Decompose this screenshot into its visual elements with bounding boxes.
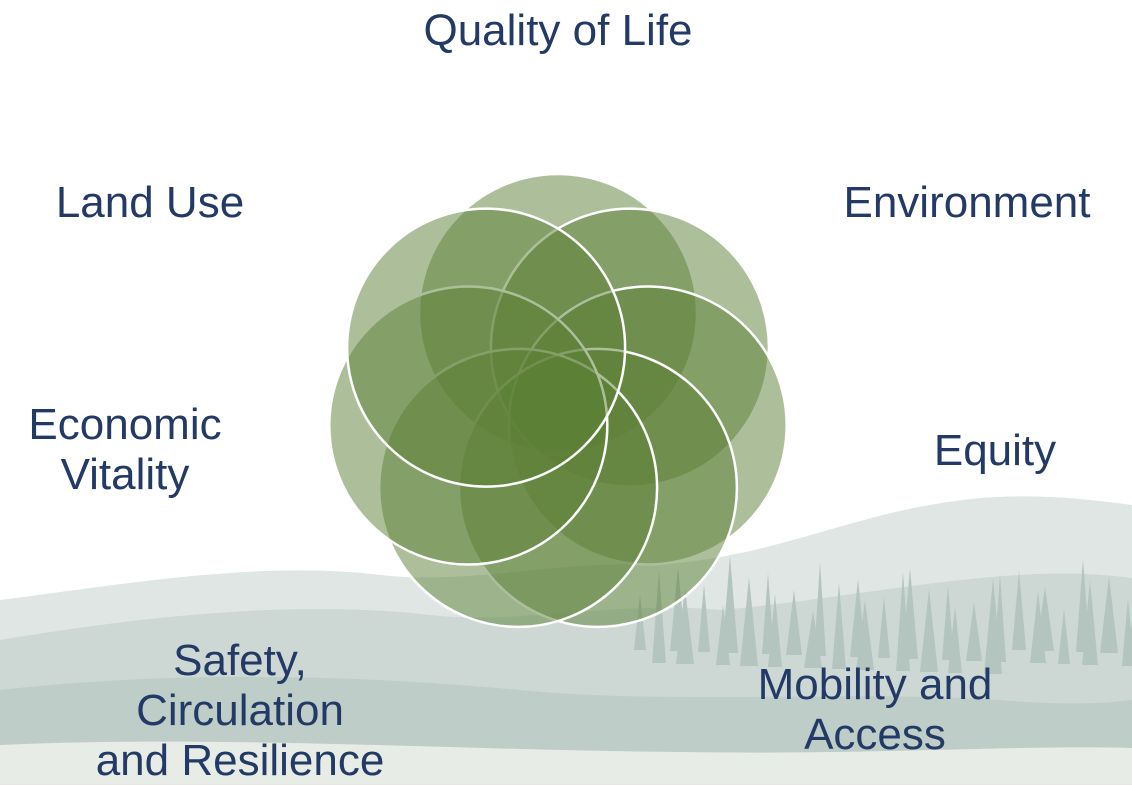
tree-silhouette xyxy=(786,590,802,655)
overlapping-circles-diagram xyxy=(328,172,788,629)
label-safety-circulation-resilience: Safety, Circulation and Resilience xyxy=(70,636,410,786)
tree-silhouette xyxy=(920,589,938,672)
tree-silhouette xyxy=(1036,587,1054,651)
tree-silhouette xyxy=(832,583,846,669)
petal-circle-land-use xyxy=(345,207,627,488)
tree-silhouette xyxy=(722,556,738,653)
tree-silhouette xyxy=(1058,608,1070,664)
tree-silhouette xyxy=(762,573,774,654)
tree-silhouette xyxy=(902,568,918,659)
tree-silhouette xyxy=(652,571,666,663)
mountain-landscape-background xyxy=(0,496,1132,785)
label-line: Vitality xyxy=(60,450,190,499)
label-line: Economic xyxy=(28,400,222,449)
tree-silhouette xyxy=(966,602,982,661)
tree-silhouette xyxy=(740,577,758,666)
ground xyxy=(0,741,1132,785)
tree-line xyxy=(634,556,1132,674)
tree-silhouette xyxy=(768,594,782,667)
tree-silhouette xyxy=(814,562,826,656)
tree-silhouette xyxy=(948,606,962,673)
label-quality-of-life: Quality of Life xyxy=(423,6,693,55)
label-line: Access xyxy=(804,710,946,759)
label-line: Mobility and xyxy=(757,660,993,709)
tree-silhouette xyxy=(634,595,646,650)
tree-silhouette xyxy=(1012,570,1026,650)
tree-silhouette xyxy=(698,584,710,652)
tree-silhouette xyxy=(1100,576,1118,653)
label-land-use: Land Use xyxy=(55,178,245,227)
label-mobility-and-access: Mobility and Access xyxy=(730,660,1020,760)
label-line: Circulation xyxy=(136,686,344,735)
tree-silhouette xyxy=(1128,619,1132,654)
label-environment: Environment xyxy=(843,178,1091,227)
tree-silhouette xyxy=(942,585,954,660)
tree-silhouette xyxy=(676,588,694,664)
tree-silhouette xyxy=(994,574,1006,662)
tree-silhouette xyxy=(878,596,890,658)
label-line: Safety, xyxy=(173,636,307,685)
label-equity: Equity xyxy=(933,426,1057,475)
tree-silhouette xyxy=(856,600,874,670)
label-economic-vitality: Economic Vitality xyxy=(10,400,240,500)
label-line: and Resilience xyxy=(95,736,385,785)
tree-silhouette xyxy=(1082,580,1098,665)
